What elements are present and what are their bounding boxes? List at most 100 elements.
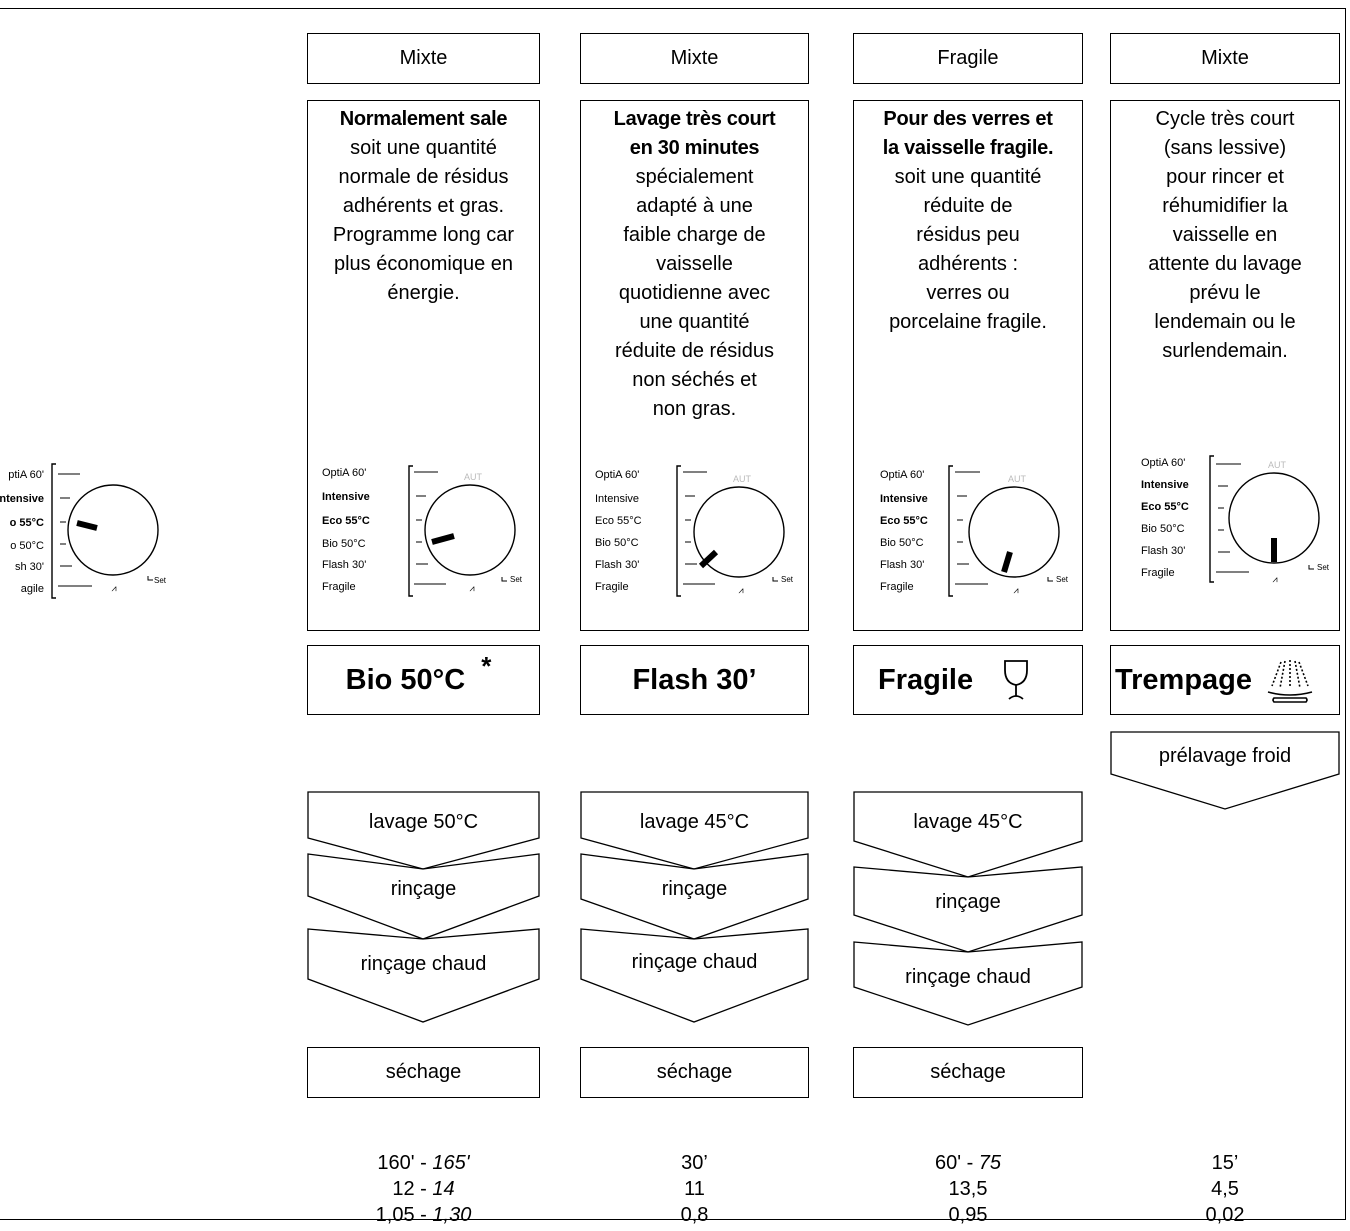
energy-value: 0,8 [680,1204,709,1226]
svg-text:⩘: ⩘ [1272,574,1277,584]
step-label: rinçage chaud [905,966,1031,988]
svg-text:Flash 30': Flash 30' [322,559,366,571]
description-title: la vaisselle fragile. [882,137,1054,159]
svg-text:Bio 50°C: Bio 50°C [1141,523,1185,535]
step-label: lavage 50°C [368,811,479,833]
dish-type-header: Mixte [1110,33,1340,84]
program-description: Lavage très court en 30 minutes spéciale… [580,100,809,631]
step-label: rinçage [661,878,728,900]
svg-text:Set: Set [781,575,794,584]
drying-step: séchage [580,1047,809,1098]
dish-type-header: Mixte [307,33,540,84]
svg-text:Set: Set [510,575,523,584]
energy-alt-value: 1,30 [432,1204,472,1226]
svg-text:Intensive: Intensive [322,491,370,503]
svg-text:Eco 55°C: Eco 55°C [1141,501,1189,513]
svg-text:AUT: AUT [733,474,752,484]
drying-step: séchage [853,1047,1083,1098]
energy-value: 0,02 [1205,1204,1245,1226]
step-chevron [580,791,809,1023]
step-label: rinçage chaud [360,953,487,975]
shower-icon [1267,660,1313,703]
svg-text:AUT: AUT [1268,460,1287,470]
left-dial-label: o 55°C [10,517,44,529]
left-dial-label: sh 30' [15,561,44,573]
left-dial-set: Set [154,576,167,585]
svg-text:OptiA 60': OptiA 60' [1141,457,1185,469]
svg-text:Intensive: Intensive [1141,479,1189,491]
program-totals: 160' - 165' 12 - 14 1,05 - 1,30 [375,1152,472,1226]
svg-text:Eco 55°C: Eco 55°C [322,515,370,527]
svg-text:⩘: ⩘ [111,583,116,593]
energy-value: 0,95 [948,1204,988,1226]
svg-text:Fragile: Fragile [595,581,629,593]
water-value: 4,5 [1211,1178,1239,1200]
water-value: 13,5 [948,1178,988,1200]
svg-text:OptiA 60': OptiA 60' [595,469,639,481]
energy-value: 1,05 [375,1204,415,1226]
svg-text:OptiA 60': OptiA 60' [880,469,924,481]
step-label: prélavage froid [1158,745,1292,767]
svg-text:Fragile: Fragile [322,581,356,593]
duration-value: 60' - [934,1152,974,1174]
program-totals: 15’ 4,5 0,02 [1110,1150,1340,1228]
program-description: Pour des verres et la vaisselle fragile.… [853,100,1083,631]
left-dial-label: o 50°C [10,540,44,552]
program-dial: OptiA 60' Intensive Eco 55°C Bio 50°C Fl… [322,465,523,597]
description-title: Lavage très court [613,108,776,130]
svg-text:Fragile: Fragile [880,581,914,593]
program-description: Cycle très court (sans lessive) pour rin… [1110,100,1340,631]
step-label: rinçage [935,891,1001,913]
step-chevron [307,791,540,1023]
svg-text:⩘: ⩘ [1013,585,1018,595]
duration-value: 160' [377,1152,415,1174]
program-description: Normalement sale soit une quantité norma… [307,100,540,631]
program-dial: OptiA 60' Intensive Eco 55°C Bio 50°C Fl… [880,465,1069,597]
svg-text:Intensive: Intensive [595,493,639,505]
duration-alt-value: 165' [432,1152,470,1174]
left-dial-label: ptiA 60' [8,469,44,481]
svg-text:Fragile: Fragile [1141,567,1175,579]
svg-text:Eco 55°C: Eco 55°C [880,515,928,527]
water-value: 11 [684,1178,705,1200]
svg-text:AUT: AUT [1008,474,1027,484]
program-totals: 30’ 11 0,8 [580,1150,809,1228]
svg-text:Intensive: Intensive [880,493,928,505]
wine-glass-icon [1004,660,1028,700]
description-title: en 30 minutes [629,137,760,159]
water-alt-value: 14 [432,1178,455,1200]
svg-text:⩘: ⩘ [469,583,474,593]
page-frame [0,8,1346,1220]
step-chevron [853,791,1083,1026]
svg-text:Bio 50°C: Bio 50°C [322,538,366,550]
step-chevron [1110,731,1340,810]
svg-text:Flash 30': Flash 30' [880,559,924,571]
svg-text:AUT: AUT [464,472,483,482]
duration-alt-value: 75 [978,1152,1002,1174]
program-name: Trempage [1110,645,1340,715]
svg-text:OptiA 60': OptiA 60' [322,467,366,479]
svg-text:Flash 30': Flash 30' [595,559,639,571]
program-dial: OptiA 60' Intensive Eco 55°C Bio 50°C Fl… [595,465,794,597]
step-label: rinçage chaud [631,951,758,973]
program-totals: 60' - 75 13,5 0,95 [853,1150,1083,1228]
svg-text:Bio 50°C: Bio 50°C [880,537,924,549]
duration-value: 30’ [681,1152,708,1174]
svg-text:Flash 30': Flash 30' [1141,545,1185,557]
left-program-dial: ptiA 60' ntensive o 55°C o 50°C sh 30' a… [0,463,167,599]
drying-step: séchage [307,1047,540,1098]
dish-type-header: Mixte [580,33,809,84]
water-value: 12 [392,1178,415,1200]
left-dial-label: agile [21,583,44,595]
step-label: rinçage [390,878,457,900]
svg-text:Eco 55°C: Eco 55°C [595,515,642,527]
asterisk-mark: * [481,650,492,681]
svg-text:Set: Set [1317,563,1330,572]
program-name: Flash 30’ [580,645,809,715]
program-name: Bio 50°C * [307,645,540,715]
description-title: Pour des verres et [883,108,1053,130]
svg-text:⩘: ⩘ [738,585,743,595]
step-label: lavage 45°C [639,811,750,833]
description-title: Normalement sale [339,108,508,130]
svg-text:Bio 50°C: Bio 50°C [595,537,639,549]
